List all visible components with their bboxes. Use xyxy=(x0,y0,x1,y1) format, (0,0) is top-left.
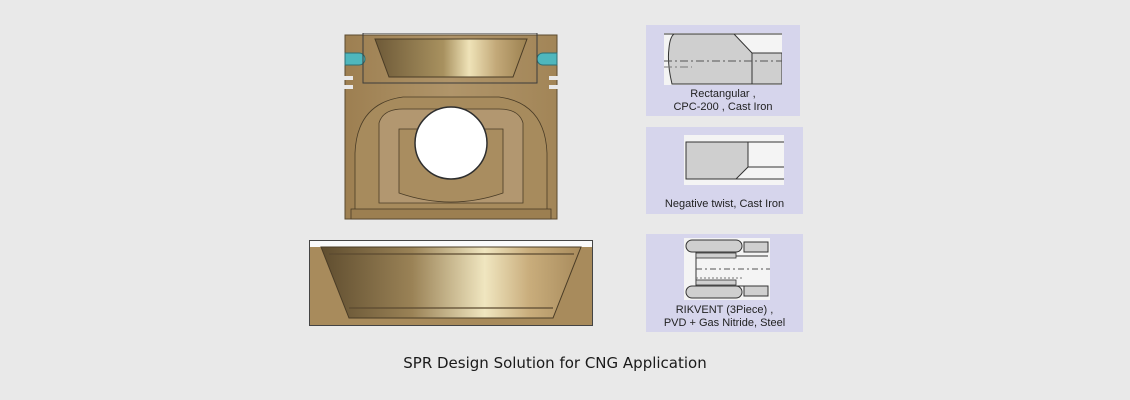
ring-drawing-rectangular xyxy=(664,33,783,85)
ring-label-line1: RIKVENT (3Piece) , xyxy=(675,304,774,316)
ring-drawing-negative-twist xyxy=(684,135,784,185)
ring-label-line1: Rectangular , xyxy=(690,88,756,100)
rikvent-3piece-ring-profile-icon xyxy=(685,239,770,299)
negative-twist-ring-profile-icon xyxy=(685,141,784,180)
ring-panel-rectangular: Rectangular , CPC-200 , Cast Iron xyxy=(646,25,800,116)
piston-illustration xyxy=(343,32,559,220)
ring-label-rectangular: Rectangular , CPC-200 , Cast Iron xyxy=(646,88,800,114)
piston-cross-section xyxy=(343,32,559,221)
bowl-illustration xyxy=(309,240,593,326)
ring-label-rikvent: RIKVENT (3Piece) , PVD + Gas Nitride, St… xyxy=(646,304,803,330)
ring-label-negative-twist: Negative twist, Cast Iron xyxy=(646,198,803,211)
ring-panel-negative-twist: Negative twist, Cast Iron xyxy=(646,127,803,214)
ring-label-line2: PVD + Gas Nitride, Steel xyxy=(663,317,786,329)
bowl-detail xyxy=(309,240,593,326)
ring-drawing-rikvent xyxy=(684,238,770,300)
ring-label-line2: CPC-200 , Cast Iron xyxy=(673,101,773,113)
rectangular-ring-profile-icon xyxy=(664,33,783,85)
ring-panel-rikvent: RIKVENT (3Piece) , PVD + Gas Nitride, St… xyxy=(646,234,803,332)
ring-label-line1: Negative twist, Cast Iron xyxy=(664,198,785,210)
figure-caption: SPR Design Solution for CNG Application xyxy=(403,354,707,372)
